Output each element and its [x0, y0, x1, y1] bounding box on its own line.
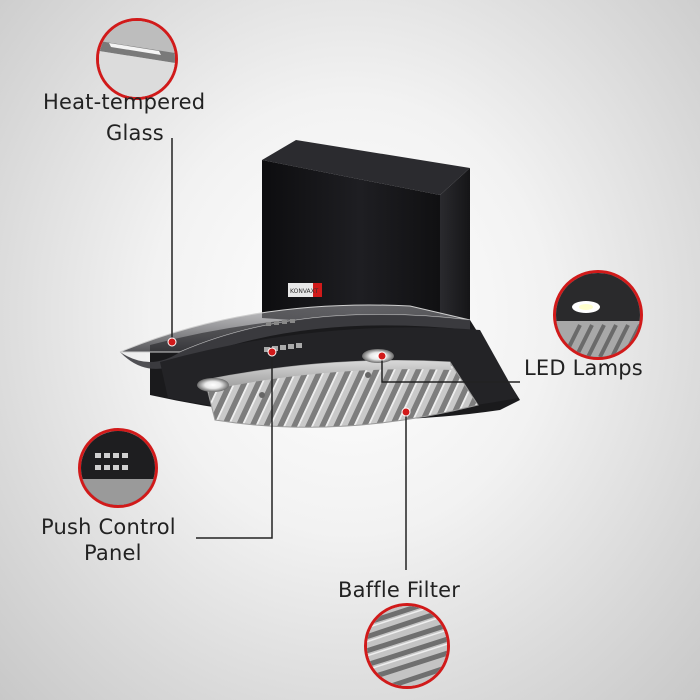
led-lamp-left	[197, 378, 229, 392]
led-lamp-right	[362, 349, 394, 363]
svg-text:KONVAXT: KONVAXT	[290, 288, 319, 295]
glass-label-line2: Glass	[106, 121, 164, 145]
led-label: LED Lamps	[524, 356, 643, 380]
panel-detail-circle	[78, 428, 158, 508]
filter-label: Baffle Filter	[338, 578, 461, 602]
panel-label-line2: Panel	[84, 541, 142, 565]
filter-detail-circle	[364, 603, 450, 689]
brand-logo: KONVAXT	[288, 283, 322, 297]
led-detail-circle	[553, 270, 643, 360]
panel-label-line1: Push Control	[41, 515, 176, 539]
glass-label-line1: Heat-tempered	[43, 90, 206, 114]
glass-detail-circle	[96, 18, 178, 100]
